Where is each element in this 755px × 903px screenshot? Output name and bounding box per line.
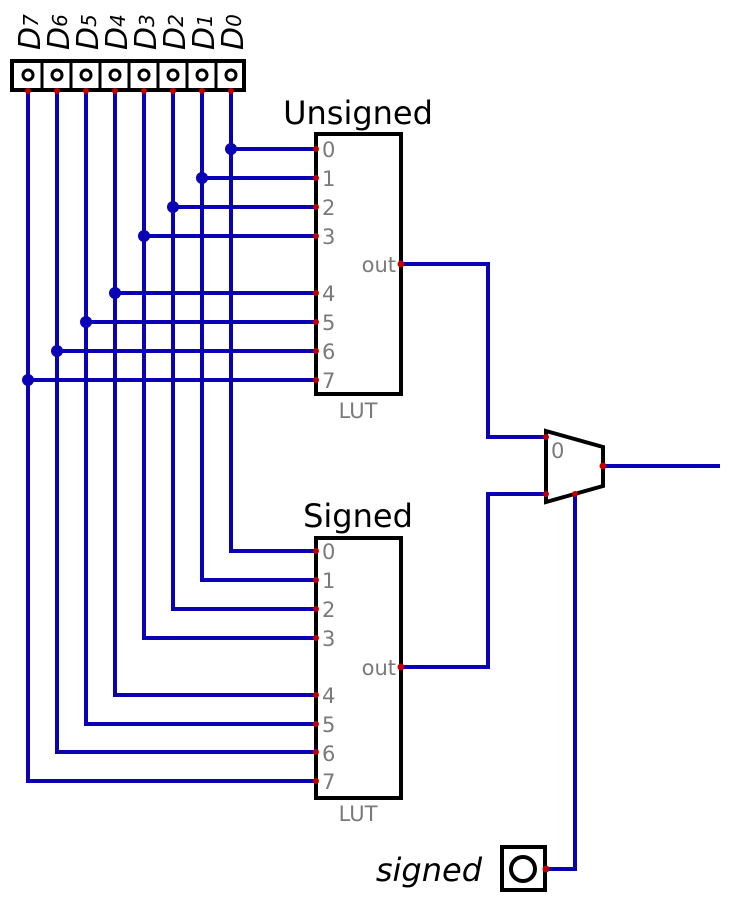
lut-input-label: 5: [322, 311, 335, 335]
lut-input-label: 0: [322, 540, 335, 564]
lut-input-label: 4: [322, 282, 335, 306]
terminal-d6[interactable]: [50, 68, 64, 82]
lut-input-label: 5: [322, 713, 335, 737]
input-pins: [25, 88, 234, 94]
select-input-terminal[interactable]: [509, 855, 537, 883]
terminal-d1[interactable]: [195, 68, 209, 82]
lut-output-label: out: [362, 656, 396, 680]
input-connector[interactable]: [10, 59, 246, 92]
wire-d3[interactable]: [142, 89, 318, 640]
lut-input-label: 2: [322, 196, 335, 220]
wire-d2[interactable]: [171, 89, 318, 611]
lut-input-label: 1: [322, 569, 335, 593]
input-label-d6: D6: [42, 14, 77, 50]
input-label-d1: D1: [187, 14, 222, 50]
junction-dot: [109, 287, 121, 299]
wire-d7[interactable]: [26, 89, 318, 783]
lut-input-label: 4: [322, 684, 335, 708]
lut-body: [314, 536, 403, 800]
lut-title: Signed: [303, 497, 413, 535]
junction-dots: [22, 143, 237, 386]
lut-input-label: 0: [322, 138, 335, 162]
wire-d0[interactable]: [229, 89, 318, 553]
lut-input-label: 3: [322, 627, 335, 651]
data-bus-wires: [26, 89, 318, 783]
lut-input-label: 6: [322, 742, 335, 766]
input-label-d5: D5: [71, 14, 106, 50]
input-label-d4: D4: [100, 14, 135, 50]
junction-dot: [51, 345, 63, 357]
input-labels: D7 D6 D5 D4 D3 D2 D1 D0: [13, 14, 251, 50]
unsigned-branch-wires: [26, 147, 318, 382]
terminal-d2[interactable]: [166, 68, 180, 82]
input-label-d0: D0: [216, 14, 251, 50]
junction-dot: [138, 230, 150, 242]
lut-input-label: 1: [322, 167, 335, 191]
input-dividers: [40, 61, 218, 90]
lut-input-label: 7: [322, 369, 335, 393]
lut-input-label: 2: [322, 598, 335, 622]
junction-dot: [80, 316, 92, 328]
lut-pins: [313, 146, 405, 383]
junction-dot: [225, 143, 237, 155]
output-wires: [399, 262, 720, 871]
terminal-d4[interactable]: [108, 68, 122, 82]
junction-dot: [167, 201, 179, 213]
lut-caption: LUT: [339, 399, 378, 423]
junction-dot: [22, 374, 34, 386]
select-input[interactable]: signed: [376, 845, 550, 892]
input-label-d7: D7: [13, 14, 48, 50]
lut-signed[interactable]: Signed 0 1 2 3 4 5 6 7 out LUT: [303, 497, 413, 826]
mux-input-label: 0: [551, 439, 564, 463]
wire-unsigned-out[interactable]: [399, 262, 548, 439]
terminal-d0[interactable]: [224, 68, 238, 82]
terminal-d3[interactable]: [137, 68, 151, 82]
input-label-d2: D2: [158, 14, 193, 50]
lut-input-label: 3: [322, 225, 335, 249]
wire-signed-out[interactable]: [399, 492, 548, 669]
lut-input-label: 7: [322, 770, 335, 794]
lut-output-label: out: [362, 253, 396, 277]
terminal-d5[interactable]: [79, 68, 93, 82]
lut-title: Unsigned: [283, 94, 433, 132]
lut-caption: LUT: [339, 802, 378, 826]
junction-dot: [196, 172, 208, 184]
lut-pins: [313, 548, 405, 784]
terminal-d7[interactable]: [21, 68, 35, 82]
input-terminals: [21, 68, 238, 82]
wire-d6[interactable]: [55, 89, 318, 754]
wire-d5[interactable]: [84, 89, 318, 726]
wire-d1[interactable]: [200, 89, 318, 582]
multiplexer[interactable]: 0: [543, 428, 607, 505]
wire-select[interactable]: [544, 492, 577, 871]
mux-body: [544, 428, 605, 505]
input-label-d3: D3: [129, 14, 164, 50]
lut-input-label: 6: [322, 340, 335, 364]
select-input-label: signed: [376, 851, 483, 889]
lut-unsigned[interactable]: Unsigned 0 1 2 3 4 5 6 7 out LUT: [283, 94, 433, 423]
